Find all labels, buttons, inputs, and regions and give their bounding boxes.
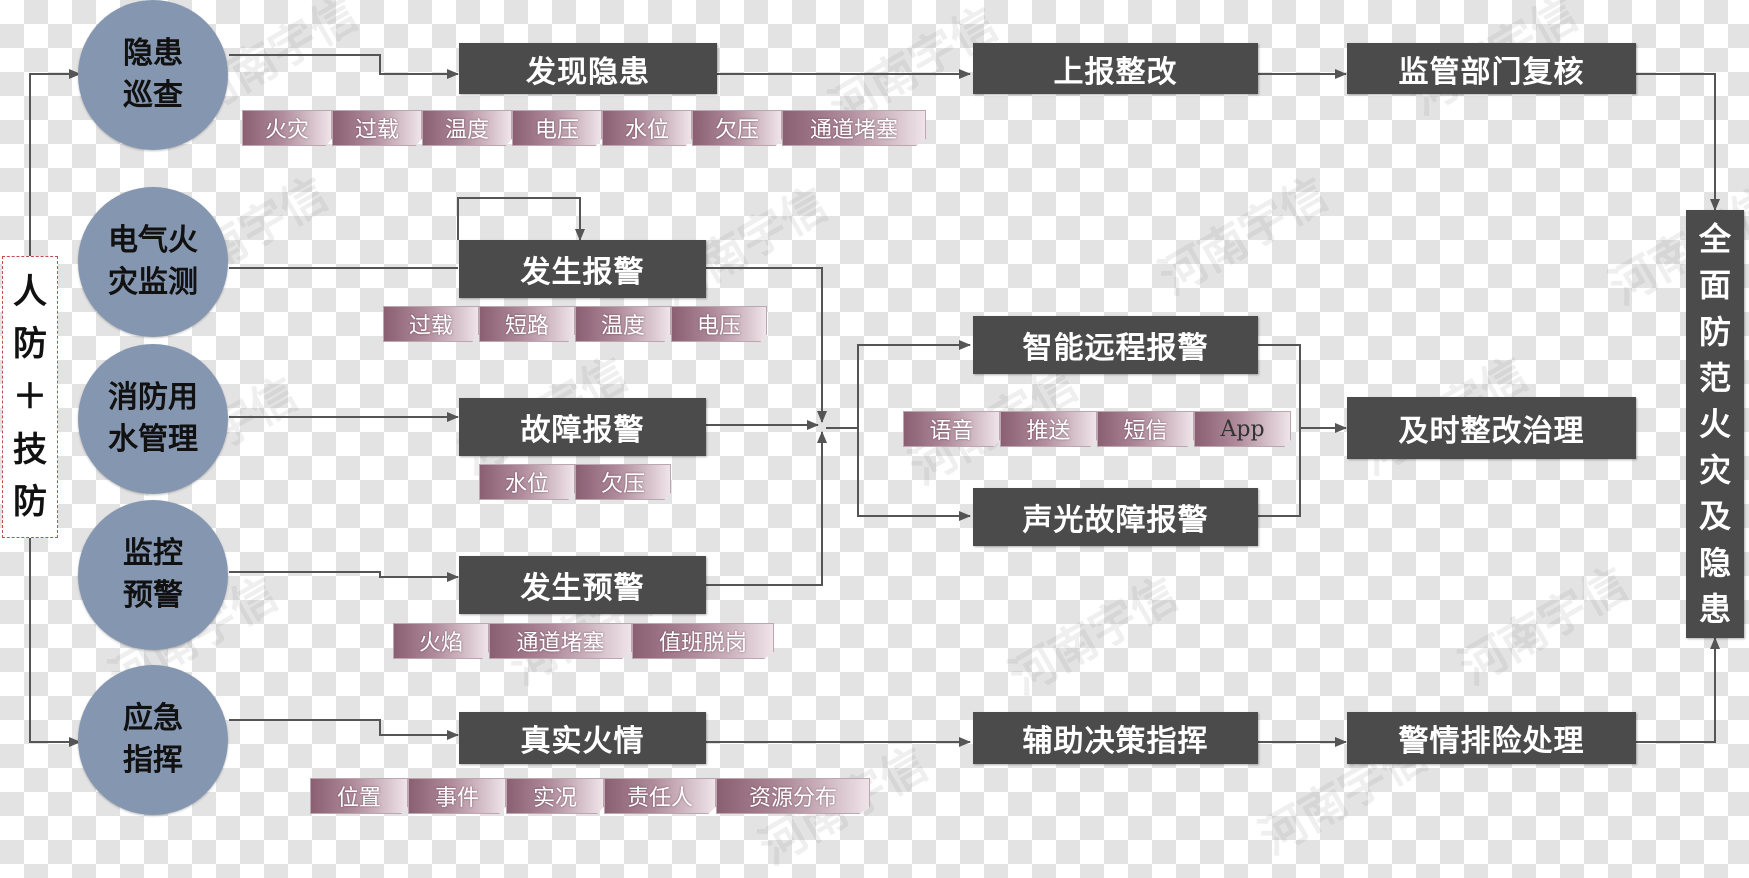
connector-junction-split	[826, 340, 971, 429]
tag-remote: 推送	[1000, 411, 1097, 447]
tag-fire: 资源分布	[716, 778, 870, 814]
circle-emergency-command: 应急 指挥	[78, 665, 228, 815]
final-char: 及	[1698, 497, 1731, 536]
circle-fire-water-management: 消防用 水管理	[78, 344, 228, 494]
circle-monitoring-warning: 监控 预警	[78, 500, 228, 650]
tag-patrol: 温度	[422, 110, 512, 146]
box-supervisor-review: 监管部门复核	[1347, 43, 1636, 94]
box-timely-rectification: 及时整改治理	[1347, 397, 1636, 459]
tag-patrol: 过载	[332, 110, 422, 146]
box-warning-occurred: 发生预警	[459, 556, 706, 614]
tag-fire: 责任人	[604, 778, 716, 814]
connector-alarm-loop	[457, 197, 585, 241]
tag-fault: 水位	[479, 464, 575, 500]
side-label-human-tech: 人 防 ＋ 技 防	[2, 256, 58, 538]
tag-warning: 值班脱岗	[632, 623, 774, 659]
connector-sound-to-fix	[1258, 428, 1301, 517]
final-char: 灾	[1698, 451, 1731, 490]
side-char: 防	[13, 482, 47, 523]
tag-patrol: 水位	[602, 110, 692, 146]
tag-patrol: 电压	[512, 110, 602, 146]
connector-clear-to-final	[1636, 637, 1720, 743]
final-char: 全	[1698, 220, 1731, 259]
box-decision-support-command: 辅助决策指挥	[973, 712, 1258, 764]
tag-fire: 实况	[506, 778, 604, 814]
box-alarm-clearance: 警情排险处理	[1347, 712, 1636, 764]
box-comprehensive-prevention: 全 面 防 范 火 灾 及 隐 患	[1686, 210, 1744, 638]
tag-fault: 欠压	[575, 464, 671, 500]
connector-remote-to-fix	[1258, 344, 1301, 428]
final-char: 防	[1698, 312, 1731, 351]
tag-alarm: 过载	[383, 306, 479, 342]
tag-remote: 短信	[1097, 411, 1194, 447]
tag-patrol: 欠压	[692, 110, 782, 146]
box-report-rectify: 上报整改	[973, 43, 1258, 94]
box-smart-remote-alarm: 智能远程报警	[973, 316, 1258, 374]
connector-side-to-emergency	[29, 538, 81, 747]
final-char: 范	[1698, 358, 1731, 397]
connector-lines	[29, 54, 1720, 747]
final-char: 火	[1698, 404, 1731, 443]
final-char: 隐	[1698, 543, 1731, 582]
box-sound-light-fault-alarm: 声光故障报警	[973, 488, 1258, 546]
connector-emergency-to-fire	[229, 719, 459, 740]
connector-side-to-patrol	[29, 69, 81, 256]
side-char: ＋	[13, 376, 47, 417]
side-char: 防	[13, 324, 47, 365]
tag-warning: 通道堵塞	[489, 623, 632, 659]
connector-junction-split-lower	[857, 428, 971, 521]
side-char: 技	[13, 429, 47, 470]
connector-review-to-final	[1636, 73, 1720, 211]
connector-patrol-to-discover	[229, 54, 459, 79]
final-char: 患	[1698, 589, 1731, 628]
tag-remote: App	[1194, 411, 1291, 447]
tag-warning: 火焰	[393, 623, 489, 659]
connector-warning-to-junction	[706, 431, 827, 586]
box-fault-alarm: 故障报警	[459, 398, 706, 456]
circle-electrical-fire-monitoring: 电气火 灾监测	[78, 187, 228, 337]
connector-monitor-to-warning	[229, 571, 459, 582]
tag-remote: 语音	[903, 411, 1000, 447]
tag-alarm: 电压	[671, 306, 767, 342]
connector-alarm-to-junction	[706, 267, 827, 423]
box-discover-hazard: 发现隐患	[459, 43, 717, 94]
box-real-fire: 真实火情	[459, 712, 706, 764]
tag-alarm: 温度	[575, 306, 671, 342]
side-char: 人	[13, 271, 47, 312]
box-alarm-occurred: 发生报警	[459, 240, 706, 298]
tag-patrol: 通道堵塞	[782, 110, 926, 146]
circle-hazard-patrol: 隐患 巡查	[78, 0, 228, 150]
tag-fire: 位置	[310, 778, 408, 814]
final-char: 面	[1698, 266, 1731, 305]
tag-patrol: 火灾	[242, 110, 332, 146]
tag-fire: 事件	[408, 778, 506, 814]
tag-alarm: 短路	[479, 306, 575, 342]
